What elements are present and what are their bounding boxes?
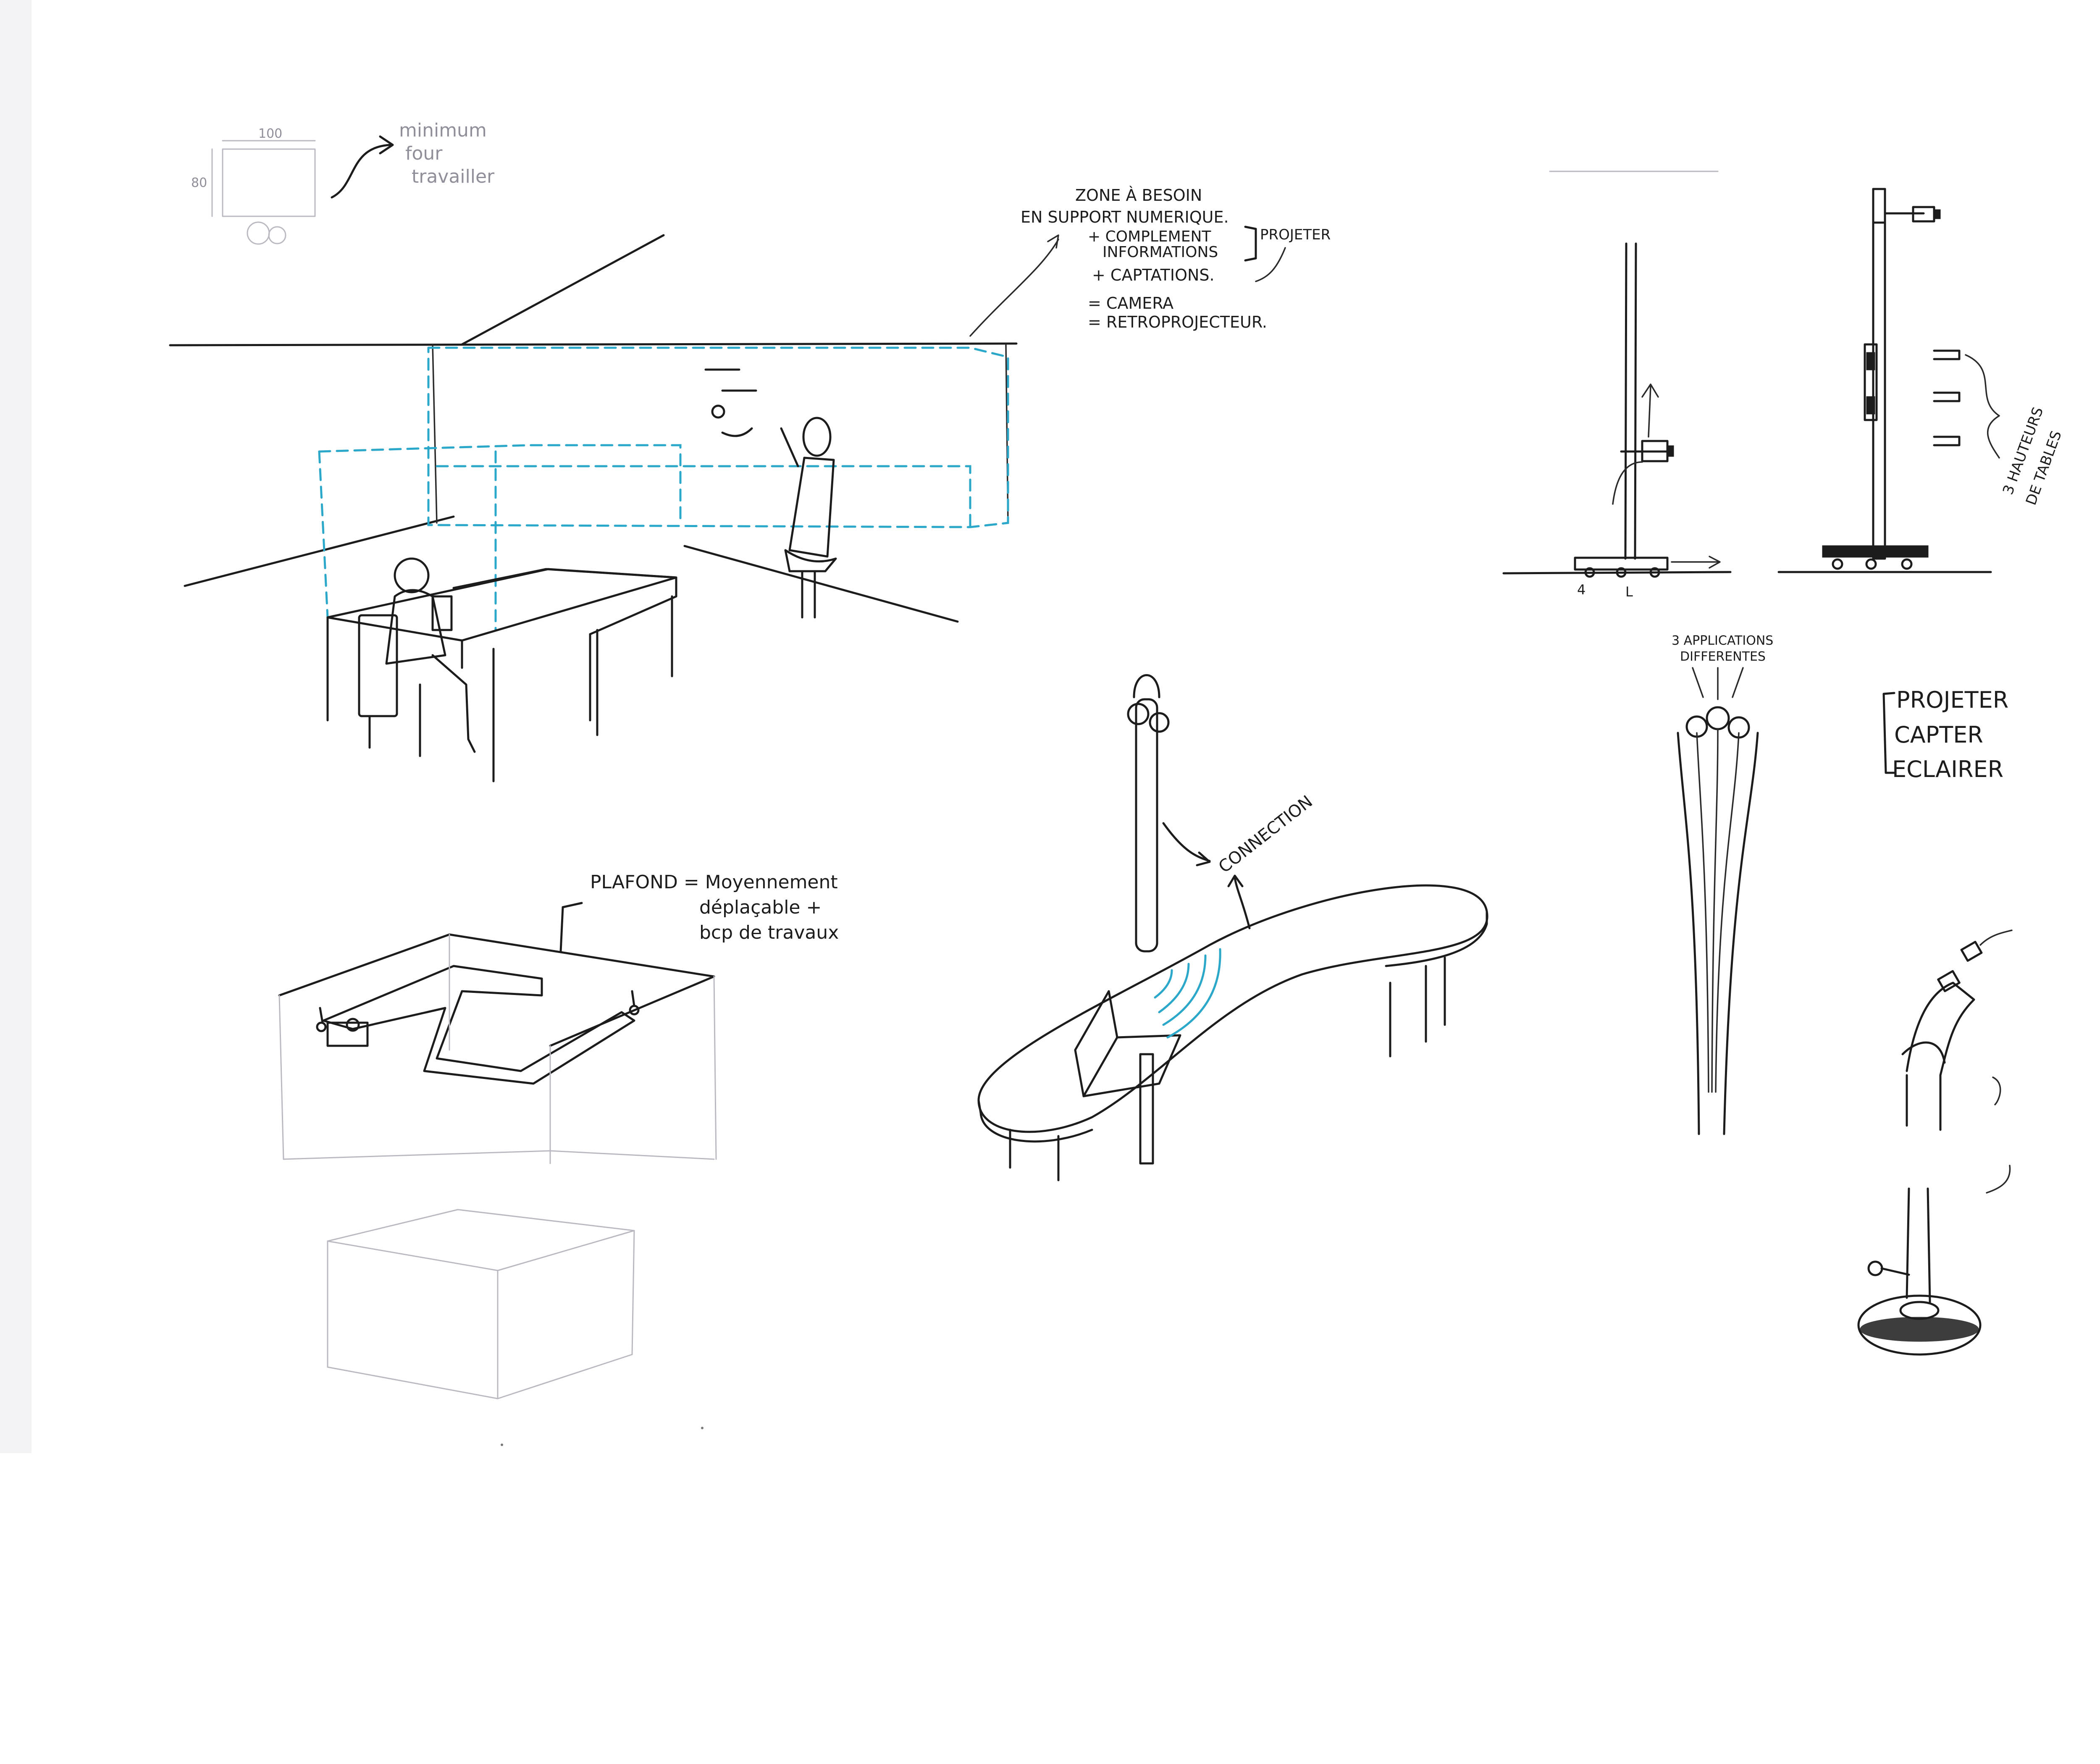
dim-width-label: 100 [258,126,282,141]
plafond-note-line1: PLAFOND = Moyennement [590,872,838,893]
three-head-lamp-sketch: 3 APPLICATIONS DIFFERENTES [1672,633,1773,1135]
minimum-note-line1: minimum [399,120,487,141]
plafond-note-line2: déplaçable + [699,897,822,918]
lamp-base [1857,1294,1982,1356]
zone-note-line4: INFORMATIONS [1102,244,1218,261]
svg-text:4: 4 [1577,582,1586,598]
minimum-note-line2: four [405,143,443,164]
wifi-signal-icon [1154,948,1221,1039]
paper-left-margin [0,0,32,1453]
arrow-icon [331,144,392,199]
function-capter: CAPTER [1894,722,1983,748]
lamp-detail-sketches [1857,929,2013,1356]
plafond-note: PLAFOND = Moyennement déplaçable + bcp d… [590,872,839,943]
dim-height-label: 80 [191,176,207,190]
camera-icon [1960,941,1983,962]
zone-note-line7: = RETROPROJECTEUR. [1088,313,1267,331]
digital-zone-outline [427,346,1009,528]
zone-note-line3: + COMPLEMENT [1088,228,1211,245]
zone-note: ZONE À BESOIN EN SUPPORT NUMERIQUE. + CO… [1021,186,1331,331]
zone-note-line6: = CAMERA [1088,294,1173,312]
zone-note-line5: + CAPTATIONS. [1092,266,1215,284]
svg-text:L: L [1625,584,1633,600]
zone-note-line1: ZONE À BESOIN [1075,186,1202,205]
pencil-box-sketch [327,1209,635,1399]
standing-person-head [802,417,832,457]
seated-person-head [394,557,430,593]
function-eclairer: ECLAIRER [1892,756,2003,782]
paper-blank-bottom [0,1453,2100,1764]
minimum-note-line3: travailler [412,166,495,187]
function-projeter: PROJETER [1896,687,2008,713]
applications-note-line1: 3 APPLICATIONS [1672,633,1773,648]
zone-note-line2: EN SUPPORT NUMERIQUE. [1021,208,1229,226]
ceiling-rail-sketch [278,902,717,1164]
minimum-workspace-sketch: 100 80 minimum four travailler [191,120,495,245]
blob-table-top [977,884,1488,1133]
plafond-note-line3: bcp de travaux [699,922,839,943]
ceiling-rail [322,965,635,1085]
room-perspective-sketch [169,234,1059,782]
projection-pole [1135,698,1158,953]
applications-note-line2: DIFFERENTES [1680,649,1766,664]
functions-list: PROJETER CAPTER ECLAIRER [1882,687,2008,782]
projeter-small-label: PROJETER [1260,226,1331,243]
